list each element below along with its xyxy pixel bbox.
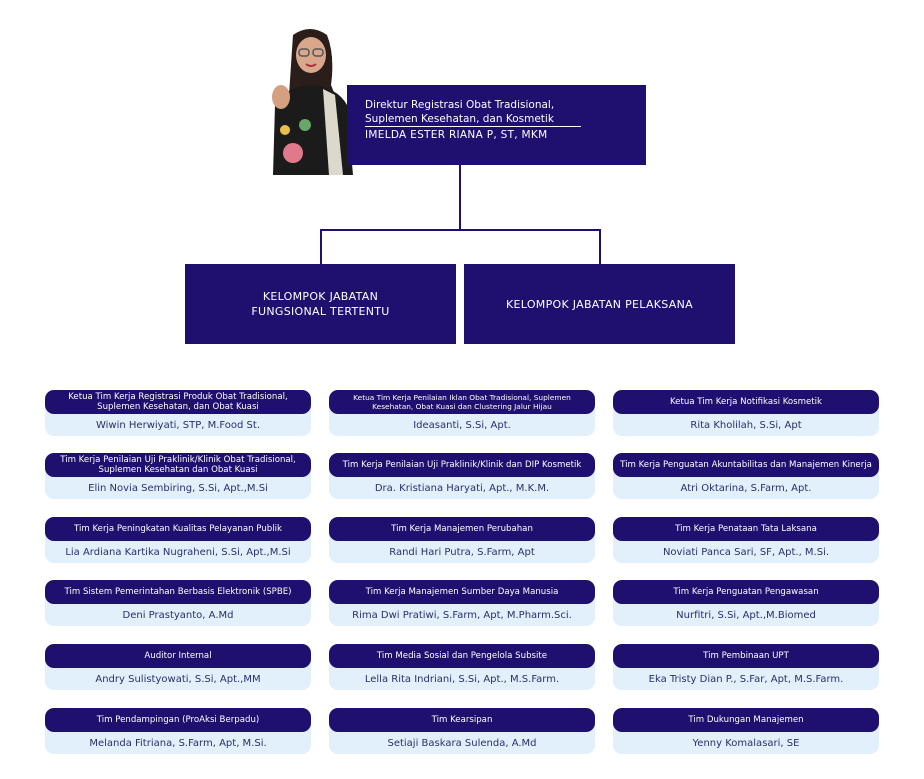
team-card: Tim Kerja Penilaian Uji Praklinik/Klinik… xyxy=(329,453,595,499)
team-title: Auditor Internal xyxy=(45,644,311,668)
team-title: Tim Kerja Penilaian Uji Praklinik/Klinik… xyxy=(329,453,595,477)
team-title: Tim Sistem Pemerintahan Berbasis Elektro… xyxy=(45,580,311,604)
director-title: Direktur Registrasi Obat Tradisional, Su… xyxy=(365,99,555,125)
team-title: Tim Kerja Penataan Tata Laksana xyxy=(613,517,879,541)
team-leader-name: Andry Sulistyowati, S.Si, Apt.,MM xyxy=(95,673,261,685)
team-title: Tim Kerja Manajemen Sumber Daya Manusia xyxy=(329,580,595,604)
team-leader-name: Melanda Fitriana, S.Farm, Apt, M.Si. xyxy=(89,737,267,749)
team-title: Tim Pembinaan UPT xyxy=(613,644,879,668)
team-card: Ketua Tim Kerja Penilaian Iklan Obat Tra… xyxy=(329,390,595,436)
team-title: Ketua Tim Kerja Notifikasi Kosmetik xyxy=(613,390,879,414)
team-card: Ketua Tim Kerja Registrasi Produk Obat T… xyxy=(45,390,311,436)
team-title: Tim Kerja Manajemen Perubahan xyxy=(329,517,595,541)
team-title: Ketua Tim Kerja Penilaian Iklan Obat Tra… xyxy=(329,390,595,414)
team-leader-name: Wiwin Herwiyati, STP, M.Food St. xyxy=(95,419,261,431)
team-title: Tim Kerja Penilaian Uji Praklinik/Klinik… xyxy=(45,453,311,477)
connector-left xyxy=(320,229,322,264)
team-leader-name: Atri Oktarina, S.Farm, Apt. xyxy=(680,482,812,494)
team-title: Tim Kearsipan xyxy=(329,708,595,732)
team-leader-name: Deni Prastyanto, A.Md xyxy=(122,609,234,621)
team-card: Tim Pendampingan (ProAksi Berpadu) Meland… xyxy=(45,708,311,754)
team-leader-name: Rita Kholilah, S.Si, Apt xyxy=(690,419,802,431)
connector-right xyxy=(599,229,601,264)
connector-vertical xyxy=(459,165,461,231)
team-leader-name: Randi Hari Putra, S.Farm, Apt xyxy=(389,546,535,558)
team-title: Tim Media Sosial dan Pengelola Subsite xyxy=(329,644,595,668)
team-title: Ketua Tim Kerja Registrasi Produk Obat T… xyxy=(45,390,311,414)
group-pelaksana: KELOMPOK JABATAN PELAKSANA xyxy=(464,264,735,344)
team-leader-name: Nurfitri, S.Si, Apt.,M.Biomed xyxy=(676,609,816,621)
team-leader-name: Lia Ardiana Kartika Nugraheni, S.Si, Apt… xyxy=(65,546,291,558)
team-title: Tim Dukungan Manajemen xyxy=(613,708,879,732)
director-photo xyxy=(265,25,355,175)
team-leader-name: Noviati Panca Sari, SF, Apt., M.Si. xyxy=(662,546,830,558)
team-card: Tim Pembinaan UPT Eka Tristy Dian P., S.F… xyxy=(613,644,879,690)
team-leader-name: Elin Novia Sembiring, S.Si, Apt.,M.Si xyxy=(88,482,268,494)
team-title: Tim Kerja Penguatan Pengawasan xyxy=(613,580,879,604)
team-card: Tim Kerja Peningkatan Kualitas Pelayanan… xyxy=(45,517,311,563)
team-card: Tim Kerja Penguatan Akuntabilitas dan Ma… xyxy=(613,453,879,499)
team-leader-name: Setiaji Baskara Sulenda, A.Md xyxy=(387,737,537,749)
team-leader-name: Dra. Kristiana Haryati, Apt., M.K.M. xyxy=(374,482,550,494)
team-leader-name: Eka Tristy Dian P., S.Far, Apt, M.S.Farm… xyxy=(648,673,844,685)
team-leader-name: Ideasanti, S.Si, Apt. xyxy=(413,419,511,431)
team-leader-name: Yenny Komalasari, SE xyxy=(692,737,800,749)
team-card: Tim Kerja Penilaian Uji Praklinik/Klinik… xyxy=(45,453,311,499)
director-box: Direktur Registrasi Obat Tradisional, Su… xyxy=(347,85,646,165)
connector-horizontal xyxy=(320,229,601,231)
team-card: Tim Sistem Pemerintahan Berbasis Elektro… xyxy=(45,580,311,626)
team-leader-name: Rima Dwi Pratiwi, S.Farm, Apt, M.Pharm.S… xyxy=(352,609,572,621)
group-fungsional-tertentu: KELOMPOK JABATAN FUNGSIONAL TERTENTU xyxy=(185,264,456,344)
team-title: Tim Kerja Peningkatan Kualitas Pelayanan… xyxy=(45,517,311,541)
team-leader-name: Lella Rita Indriani, S.Si, Apt., M.S.Far… xyxy=(364,673,560,685)
team-title: Tim Pendampingan (ProAksi Berpadu) xyxy=(45,708,311,732)
director-name: IMELDA ESTER RIANA P, ST, MKM xyxy=(365,126,581,142)
team-title: Tim Kerja Penguatan Akuntabilitas dan Ma… xyxy=(613,453,879,477)
